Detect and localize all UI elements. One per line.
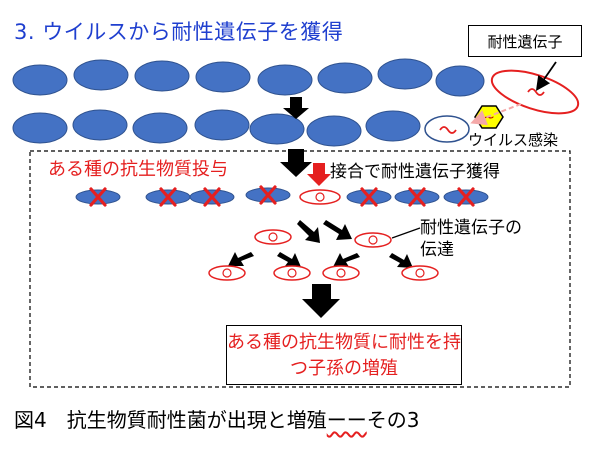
resistant-bacterium bbox=[299, 189, 341, 205]
bacterium bbox=[12, 112, 68, 144]
bacterium bbox=[73, 59, 129, 91]
bacterium bbox=[72, 109, 128, 141]
virus-infection-label: ウイルス感染 bbox=[468, 131, 559, 149]
bacterium bbox=[365, 110, 421, 142]
bacterium bbox=[435, 65, 485, 97]
bacterium bbox=[12, 64, 68, 96]
page-title: 3. ウイルスから耐性遺伝子を獲得 bbox=[14, 20, 344, 44]
caption-end: その3 bbox=[366, 408, 420, 432]
resistant-bacterium bbox=[401, 265, 439, 281]
gene-squiggle-icon bbox=[439, 126, 457, 134]
conjugation-label: 接合で耐性遺伝子獲得 bbox=[330, 162, 500, 182]
gene-squiggle-icon bbox=[527, 88, 545, 96]
bacterium bbox=[132, 112, 188, 144]
down-arrow-icon bbox=[280, 149, 312, 177]
resistance-gene bbox=[415, 268, 425, 278]
red-x-icon bbox=[408, 187, 426, 207]
bacterium bbox=[377, 58, 433, 90]
virus-symbol: ~ bbox=[483, 110, 495, 126]
resistance-gene bbox=[315, 192, 325, 202]
virus-with-gene bbox=[490, 61, 580, 115]
red-x-icon bbox=[457, 187, 475, 207]
resistance-gene bbox=[368, 235, 378, 245]
bacteria-row-1 bbox=[12, 58, 485, 97]
bacteria-row-3 bbox=[75, 187, 489, 205]
spread-arrows-1 bbox=[297, 220, 352, 243]
resistant-bacterium bbox=[273, 265, 311, 281]
red-x-icon bbox=[89, 187, 107, 207]
red-x-icon bbox=[203, 187, 221, 207]
resistance-gene bbox=[336, 268, 346, 278]
down-arrow-icon bbox=[283, 97, 309, 119]
bacterium bbox=[134, 60, 190, 92]
caption-main: 図4 抗生物質耐性菌が出現と増殖 bbox=[14, 408, 327, 432]
arrow-icon bbox=[277, 252, 301, 267]
result-box: ある種の抗生物質に耐性を持つ子孫の増殖 bbox=[226, 325, 462, 385]
bacteria-row-2 bbox=[12, 109, 421, 147]
figure-caption: 図4 抗生物質耐性菌が出現と増殖ーーその3 bbox=[14, 404, 419, 433]
resistance-gene bbox=[287, 268, 297, 278]
resistance-gene-label-box: 耐性遺伝子 bbox=[468, 25, 582, 57]
bacteria-row-5 bbox=[208, 265, 439, 281]
caption-dash: ーー bbox=[326, 408, 367, 432]
spread-arrows-2 bbox=[228, 252, 413, 268]
down-arrow-icon bbox=[302, 284, 340, 318]
arrow-icon bbox=[297, 220, 320, 243]
resistant-bacterium bbox=[354, 232, 392, 248]
arrow-icon bbox=[323, 220, 352, 240]
bacterium bbox=[194, 109, 250, 141]
arrow-icon bbox=[228, 252, 254, 266]
bacterium bbox=[195, 61, 251, 93]
bacterium bbox=[306, 115, 362, 147]
bacteria-row-4 bbox=[254, 227, 421, 248]
bacterium bbox=[249, 113, 305, 145]
red-x-icon bbox=[259, 185, 277, 205]
resistance-gene bbox=[268, 232, 278, 242]
red-x-icon bbox=[360, 187, 378, 207]
bacterium bbox=[317, 62, 373, 94]
gene-transfer-label: 耐性遺伝子の伝達 bbox=[420, 218, 522, 260]
gene-pointer-arrow bbox=[535, 61, 557, 91]
process-frame bbox=[29, 150, 571, 388]
resistance-gene bbox=[222, 268, 232, 278]
kill-marks bbox=[89, 185, 475, 207]
arrow-icon bbox=[389, 253, 413, 268]
red-x-icon bbox=[159, 187, 177, 207]
infection-arrow bbox=[470, 103, 522, 126]
antibiotic-label: ある種の抗生物質投与 bbox=[48, 159, 228, 180]
arrow-icon bbox=[333, 253, 360, 267]
bacterium bbox=[257, 64, 313, 96]
red-down-arrow-icon bbox=[307, 163, 331, 186]
transfer-pointer bbox=[391, 227, 421, 239]
resistant-bacterium bbox=[254, 229, 292, 245]
resistant-bacterium bbox=[208, 265, 246, 281]
resistant-bacterium bbox=[322, 265, 360, 281]
infected-bacterium: ~ bbox=[424, 103, 522, 143]
